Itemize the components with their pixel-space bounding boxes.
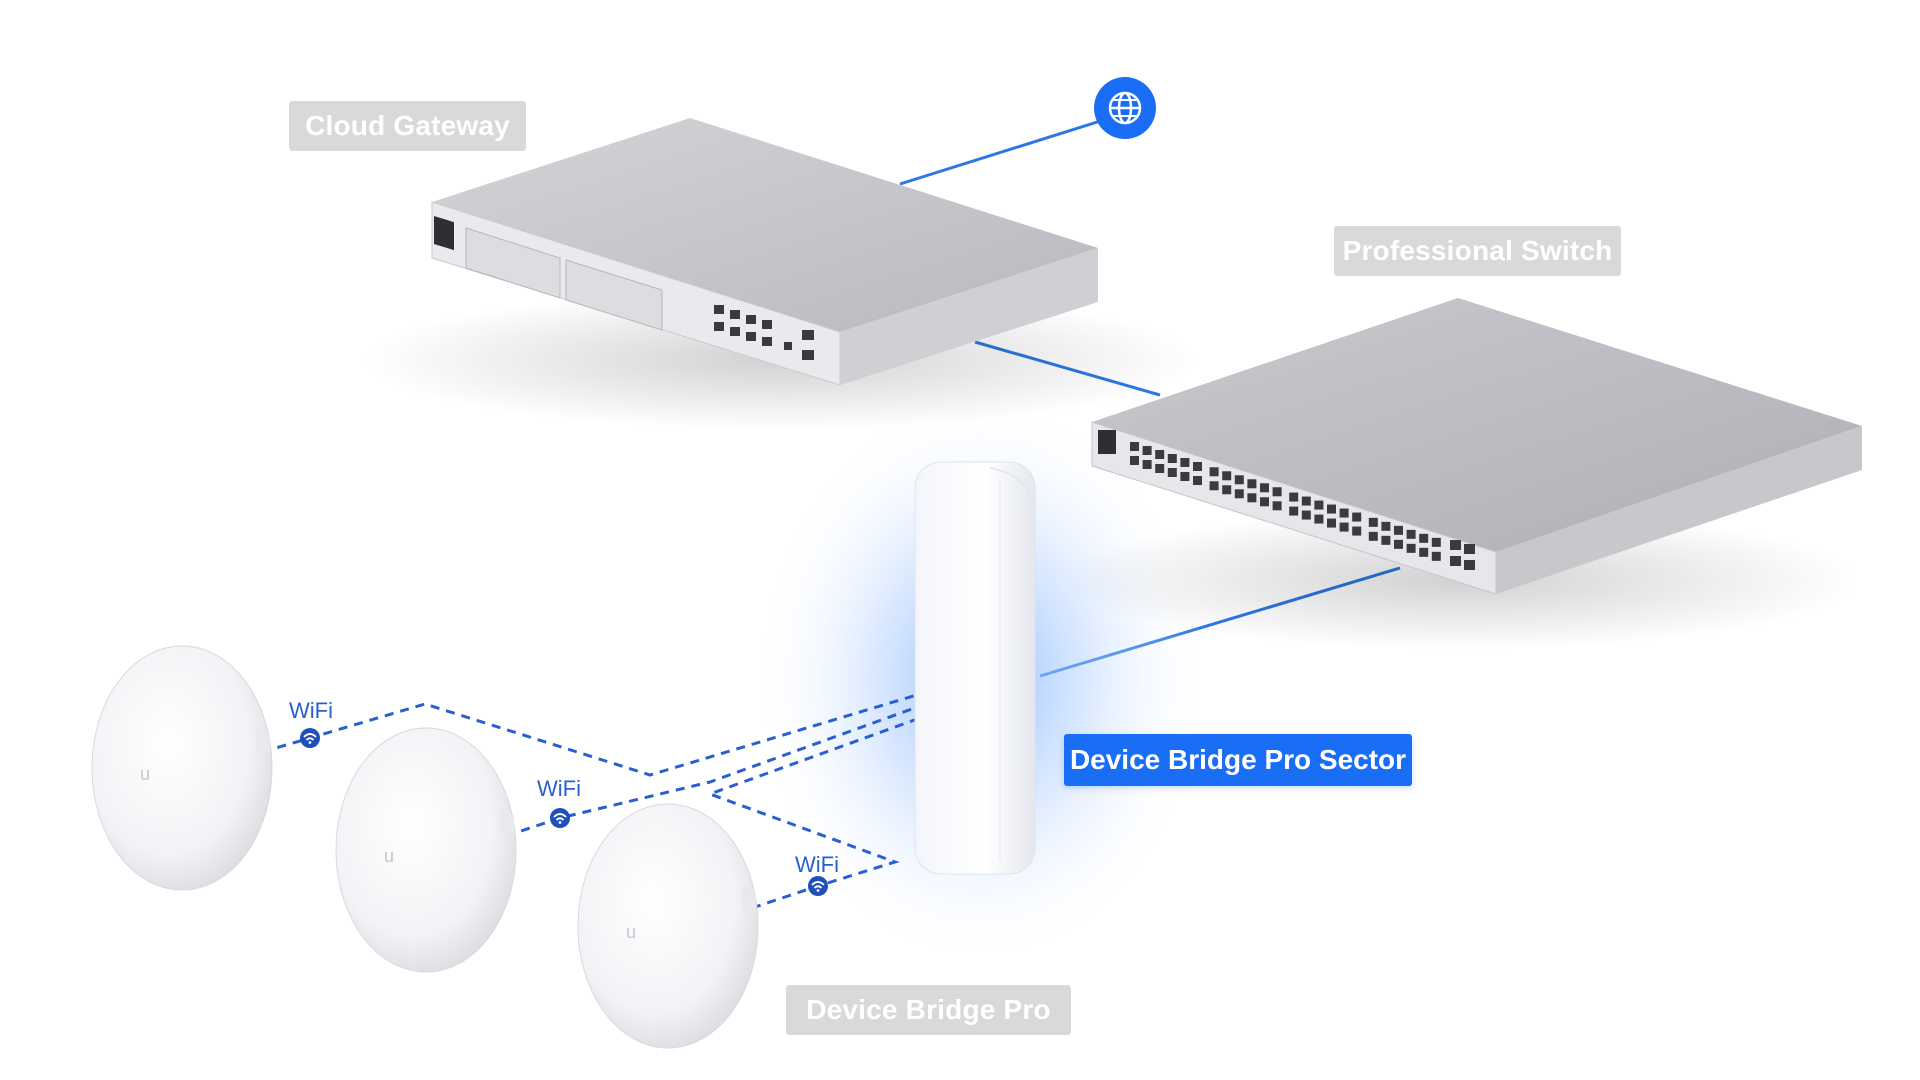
switch-port xyxy=(1247,479,1257,489)
wifi-icon xyxy=(808,876,828,896)
dish-1: u xyxy=(91,645,273,891)
switch-port xyxy=(1394,539,1403,549)
switch-port xyxy=(1272,501,1282,511)
switch-port xyxy=(1142,446,1152,455)
switch-port xyxy=(1381,535,1391,545)
switch-port xyxy=(1180,472,1190,481)
wifi-icon xyxy=(300,728,320,748)
switch-port xyxy=(1260,483,1269,493)
switch-sfp-port xyxy=(1450,556,1461,566)
wifi-label-1: WiFi xyxy=(289,698,333,723)
switch-port xyxy=(1289,492,1299,502)
dish-2: u xyxy=(335,727,517,973)
switch-port xyxy=(1327,518,1336,528)
switch-port xyxy=(1193,462,1202,471)
switch-port xyxy=(1368,517,1378,527)
wifi-label-2: WiFi xyxy=(537,776,581,801)
switch-sfp-port xyxy=(1464,544,1475,554)
switch-port xyxy=(1368,531,1378,541)
switch-port xyxy=(1339,508,1349,518)
globe-icon xyxy=(1094,77,1156,139)
switch-port xyxy=(1419,547,1429,557)
switch-port xyxy=(1431,537,1441,547)
switch-port xyxy=(1406,529,1416,539)
svg-text:u: u xyxy=(626,922,636,942)
switch-port xyxy=(1431,551,1441,561)
switch-port xyxy=(1167,454,1177,463)
switch-port xyxy=(1222,471,1232,481)
wifi-link-1 xyxy=(261,692,921,777)
switch-port xyxy=(1247,493,1257,503)
svg-text:u: u xyxy=(140,764,150,784)
switch-port xyxy=(1314,500,1324,510)
switch-port xyxy=(1419,533,1429,543)
switch-port xyxy=(1272,487,1282,497)
sector-label: Device Bridge Pro Sector xyxy=(1064,734,1412,786)
switch-port xyxy=(1301,496,1311,506)
switch-port xyxy=(1180,458,1190,467)
sector-antenna-device xyxy=(914,461,1036,875)
switch-port xyxy=(1339,522,1349,532)
wifi-label-3: WiFi xyxy=(795,852,839,877)
switch-port xyxy=(1289,506,1299,516)
switch-sfp-port xyxy=(1450,540,1461,550)
link-gateway-internet xyxy=(899,116,1111,186)
switch-port xyxy=(1142,460,1152,469)
cloud-gateway-device xyxy=(360,118,1200,430)
dish-3: u xyxy=(577,803,759,1049)
svg-text:u: u xyxy=(384,846,394,866)
switch-port xyxy=(1314,514,1324,524)
bridge-pro-label: Device Bridge Pro xyxy=(786,985,1071,1035)
wifi-link-3 xyxy=(705,716,921,910)
switch-port xyxy=(1260,497,1269,507)
switch-port xyxy=(1381,521,1391,531)
bridge-pro-dishes: u u u xyxy=(91,645,759,1049)
switch-port xyxy=(1394,525,1403,535)
switch-port xyxy=(1222,485,1232,495)
switch-port xyxy=(1167,468,1177,477)
professional-switch-device xyxy=(1060,298,1862,650)
switch-port xyxy=(1301,510,1311,520)
switch-port xyxy=(1352,512,1362,522)
switch-port xyxy=(1352,526,1362,536)
switch-port xyxy=(1209,481,1219,491)
switch-port xyxy=(1155,450,1165,459)
switch-port xyxy=(1209,467,1219,477)
switch-port xyxy=(1130,456,1139,465)
wifi-link-2 xyxy=(505,704,921,838)
wireless-links xyxy=(261,692,921,910)
wifi-icon xyxy=(550,808,570,828)
switch-port xyxy=(1234,475,1244,485)
professional-switch-label: Professional Switch xyxy=(1334,226,1621,276)
switch-port xyxy=(1327,504,1336,514)
switch-port xyxy=(1193,476,1202,485)
switch-port xyxy=(1406,543,1416,553)
cloud-gateway-label: Cloud Gateway xyxy=(289,101,526,151)
switch-sfp-port xyxy=(1464,560,1475,570)
switch-port xyxy=(1155,464,1165,473)
switch-port xyxy=(1130,442,1139,451)
switch-port xyxy=(1234,489,1244,499)
